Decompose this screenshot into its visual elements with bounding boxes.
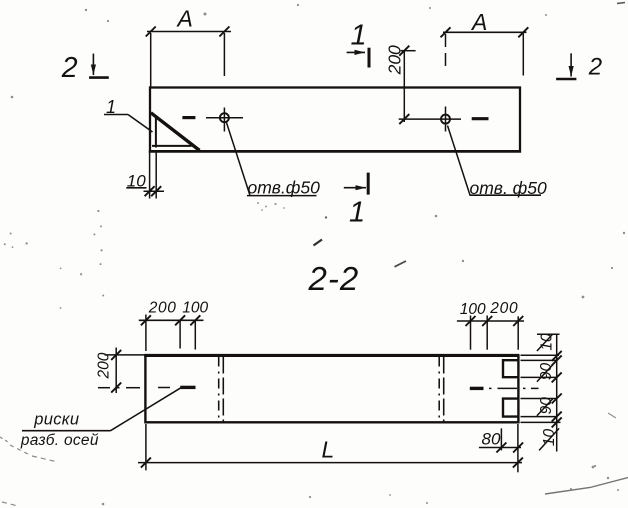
svg-text:100: 100	[182, 299, 208, 316]
svg-text:200: 200	[148, 299, 177, 316]
svg-text:10: 10	[127, 171, 146, 190]
svg-text:90: 90	[538, 397, 555, 415]
svg-text:риски: риски	[33, 411, 79, 429]
svg-text:10: 10	[541, 429, 558, 447]
svg-text:1: 1	[106, 97, 116, 117]
svg-text:2-2: 2-2	[308, 260, 360, 297]
svg-text:1: 1	[349, 197, 365, 229]
svg-text:L: L	[322, 437, 335, 463]
svg-text:A: A	[176, 5, 193, 31]
svg-text:A: A	[470, 9, 487, 35]
svg-text:90: 90	[538, 363, 555, 381]
svg-text:200: 200	[489, 300, 518, 317]
svg-text:1: 1	[351, 19, 367, 51]
svg-text:2: 2	[588, 53, 602, 80]
svg-text:отв.ф50: отв.ф50	[248, 178, 321, 198]
svg-text:100: 100	[460, 301, 486, 318]
svg-text:разб. осей: разб. осей	[20, 432, 99, 449]
svg-text:отв. ф50: отв. ф50	[470, 178, 548, 198]
svg-text:80: 80	[482, 430, 501, 449]
svg-text:10: 10	[539, 333, 556, 351]
svg-text:200: 200	[96, 352, 113, 379]
svg-text:2: 2	[61, 52, 78, 84]
svg-text:200: 200	[385, 45, 405, 75]
